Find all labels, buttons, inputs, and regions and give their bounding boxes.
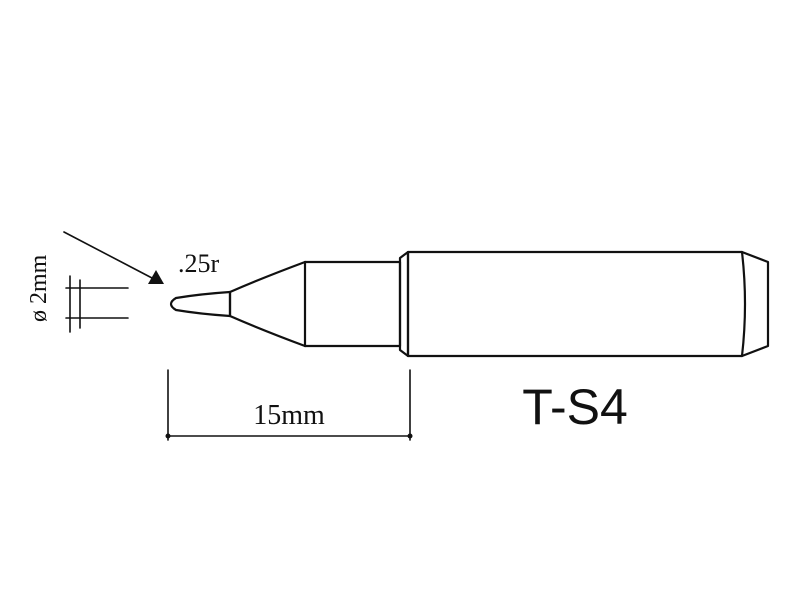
tip-outline bbox=[169, 250, 770, 358]
length-right-terminator-icon bbox=[407, 433, 413, 439]
radius-leader-line bbox=[63, 231, 153, 279]
radius-leader: .25r bbox=[63, 231, 220, 284]
tip-shank bbox=[406, 250, 770, 358]
tip-neck bbox=[303, 260, 402, 348]
model-label: T-S4 bbox=[522, 379, 628, 435]
shank-rear-chamfer bbox=[740, 250, 747, 358]
tip-point bbox=[169, 290, 232, 318]
length-left-terminator-icon bbox=[165, 433, 171, 439]
radius-label: .25r bbox=[178, 249, 220, 278]
radius-arrowhead-icon bbox=[148, 270, 164, 284]
step-ring bbox=[398, 250, 410, 358]
length-dimension: 15mm bbox=[165, 369, 413, 441]
diameter-dimension: ø 2mm bbox=[26, 254, 129, 333]
length-label: 15mm bbox=[253, 400, 325, 431]
tip-taper bbox=[228, 260, 307, 348]
diameter-label: ø 2mm bbox=[26, 254, 52, 322]
